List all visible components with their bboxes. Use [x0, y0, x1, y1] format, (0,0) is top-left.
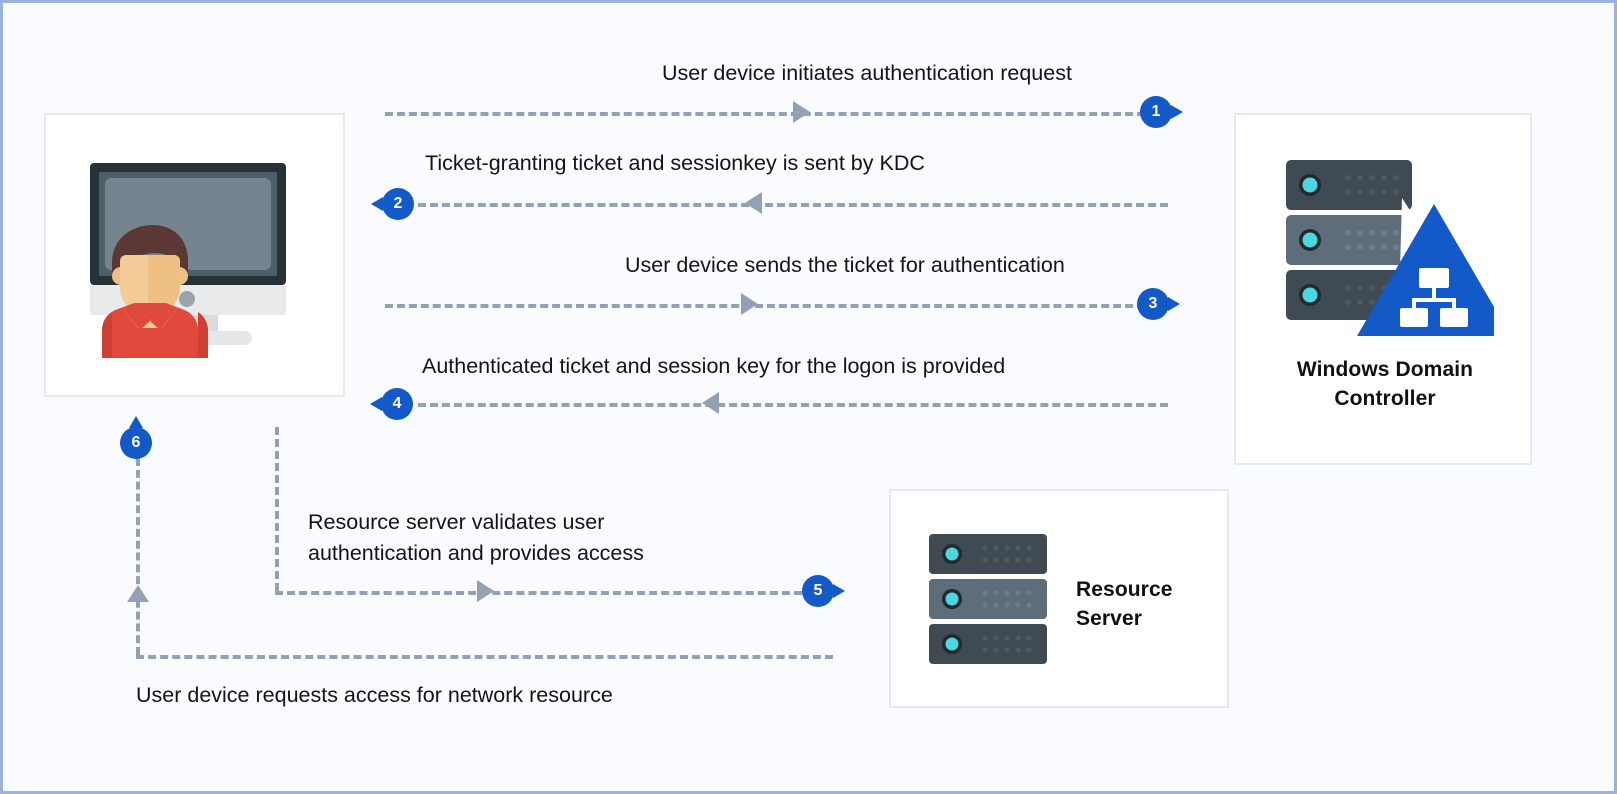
- step-6-badge[interactable]: 6: [120, 416, 152, 459]
- step-3-line: [385, 304, 1145, 308]
- step-5-riser-line: [275, 427, 279, 591]
- step-2-arrowhead: [745, 192, 762, 214]
- step-2-badge-number: 2: [393, 195, 403, 212]
- badge-pointer-right-icon: [1171, 105, 1183, 119]
- step-5-badge[interactable]: 5: [802, 575, 845, 607]
- step-4-line: [418, 403, 1168, 407]
- step-1-badge[interactable]: 1: [1140, 96, 1183, 128]
- badge-pointer-left-icon: [371, 197, 383, 211]
- step-5-badge-number: 5: [813, 582, 823, 599]
- step-3-text: User device sends the ticket for authent…: [625, 253, 1065, 277]
- badge-pointer-right-icon: [1168, 297, 1180, 311]
- step-4-badge-number: 4: [392, 395, 402, 412]
- step-2-text: Ticket-granting ticket and sessionkey is…: [425, 151, 925, 175]
- step-5-line: [275, 591, 802, 595]
- user-device-card: [44, 113, 345, 397]
- resource-server-label-line2: Server: [1076, 607, 1142, 630]
- resource-server-label-line1: Resource: [1076, 578, 1173, 601]
- step-1-line: [385, 112, 1145, 116]
- step-1-badge-number: 1: [1151, 103, 1161, 120]
- step-1-text: User device initiates authentication req…: [662, 61, 1072, 85]
- step-3-arrowhead: [741, 293, 758, 315]
- step-2-badge[interactable]: 2: [371, 188, 414, 220]
- domain-controller-label: Windows Domain Controller: [1236, 355, 1534, 413]
- domain-controller-label-line2: Controller: [1334, 387, 1436, 410]
- step-6-arrowhead: [127, 585, 149, 602]
- badge-pointer-up-icon: [129, 416, 143, 428]
- resource-server-card: Resource Server: [889, 489, 1229, 708]
- step-5-text-line1: Resource server validates user: [308, 510, 605, 534]
- step-4-badge[interactable]: 4: [370, 388, 413, 420]
- step-5-text-line2: authentication and provides access: [308, 541, 644, 565]
- resource-server-label: Resource Server: [1076, 575, 1226, 633]
- step-6-badge-number: 6: [131, 434, 141, 451]
- step-5-text: Resource server validates user authentic…: [308, 507, 728, 569]
- step-1-arrowhead: [793, 101, 810, 123]
- step-3-badge-number: 3: [1148, 295, 1158, 312]
- step-2-line: [418, 203, 1168, 207]
- step-6-line-vertical: [136, 458, 140, 655]
- step-4-arrowhead: [702, 392, 719, 414]
- badge-pointer-right-icon: [833, 584, 845, 598]
- resource-server-icon: [929, 534, 1053, 666]
- domain-controller-label-line1: Windows Domain: [1296, 358, 1474, 381]
- badge-pointer-left-icon: [370, 397, 382, 411]
- step-6-text: User device requests access for network …: [136, 683, 613, 707]
- domain-controller-card: Windows Domain Controller: [1234, 113, 1532, 465]
- step-4-text: Authenticated ticket and session key for…: [422, 354, 1006, 378]
- step-5-arrowhead: [477, 580, 494, 602]
- step-6-line-horizontal: [136, 655, 833, 659]
- domain-controller-server-icon: [1286, 160, 1494, 342]
- step-3-badge[interactable]: 3: [1137, 288, 1180, 320]
- user-at-computer-icon: [90, 163, 305, 358]
